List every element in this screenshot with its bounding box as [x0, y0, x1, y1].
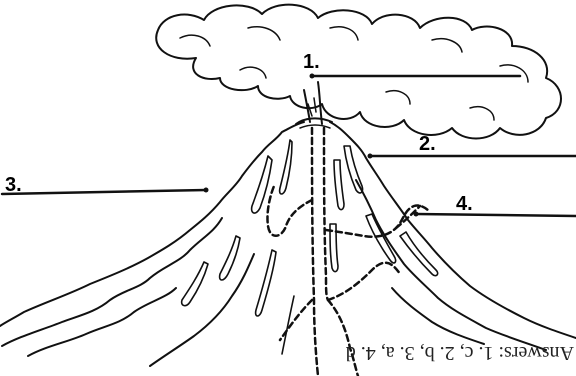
- answer-key: Answers: 1. c, 2. b, 3. a, 4. d: [306, 338, 574, 368]
- label-3: 3.: [5, 175, 22, 195]
- label-4: 4.: [456, 194, 473, 214]
- leader-3-dot: [204, 188, 209, 193]
- volcano-outline-right: [330, 122, 576, 338]
- label-2: 2.: [419, 134, 436, 154]
- ash-cloud: [156, 5, 561, 139]
- volcano-outline-left: [0, 122, 304, 326]
- leader-4-dot: [414, 212, 419, 217]
- leader-2-dot: [368, 154, 373, 159]
- label-1: 1.: [303, 52, 320, 72]
- leader-1-dot: [310, 74, 315, 79]
- leader-line-4: [416, 214, 576, 216]
- leader-line-3: [2, 190, 206, 194]
